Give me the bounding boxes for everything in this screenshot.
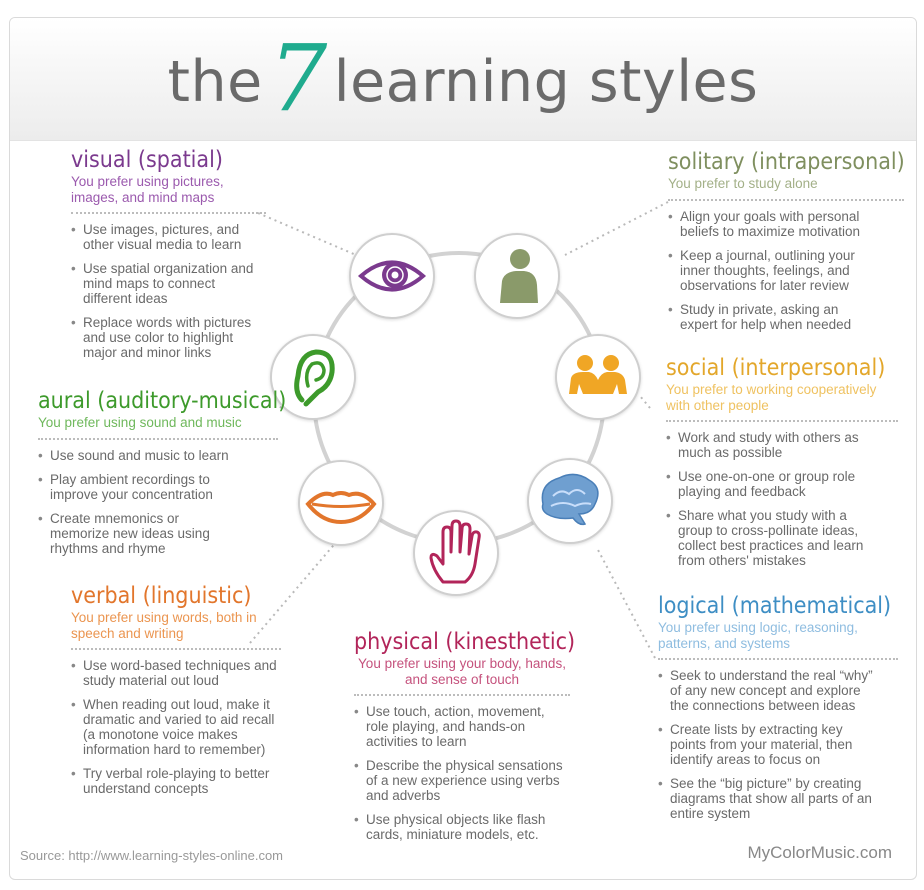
physical-subtitle: You prefer using your body, hands, and s… <box>354 656 570 696</box>
list-item: Replace words with pictures and use colo… <box>71 315 266 360</box>
logical-bullets: Seek to understand the real “why” of any… <box>658 668 873 821</box>
solitary-subtitle: You prefer to study alone <box>668 176 904 201</box>
list-item: Try verbal role-playing to better unders… <box>71 766 281 796</box>
aural-subtitle: You prefer using sound and music <box>38 415 278 440</box>
list-item: Keep a journal, outlining your inner tho… <box>668 248 868 293</box>
physical-title: physical (kinesthetic) <box>354 629 576 655</box>
list-item: Use spatial organization and mind maps t… <box>71 261 266 306</box>
style-social: social (interpersonal) You prefer to wor… <box>666 354 898 577</box>
style-physical: physical (kinesthetic) You prefer using … <box>354 628 576 851</box>
solitary-bullets: Align your goals with personal beliefs t… <box>668 209 868 332</box>
title-post: learning styles <box>333 49 759 115</box>
leader-visual <box>257 212 357 256</box>
hand-icon <box>413 510 499 596</box>
style-solitary: solitary (intrapersonal) You prefer to s… <box>668 148 905 341</box>
lips-icon <box>298 460 384 546</box>
social-title: social (interpersonal) <box>666 355 886 381</box>
list-item: See the “big picture” by creating diagra… <box>658 776 873 821</box>
solitary-title: solitary (intrapersonal) <box>668 149 905 175</box>
verbal-bullets: Use word-based techniques and study mate… <box>71 658 281 796</box>
style-logical: logical (mathematical) You prefer using … <box>658 592 898 830</box>
list-item: Use physical objects like flash cards, m… <box>354 812 570 842</box>
style-aural: aural (auditory-musical) You prefer usin… <box>38 387 287 565</box>
verbal-subtitle: You prefer using words, both in speech a… <box>71 610 281 650</box>
social-subtitle: You prefer to working cooperatively with… <box>666 382 898 422</box>
style-visual: visual (spatial) You prefer using pictur… <box>71 146 266 369</box>
social-bullets: Work and study with others as much as po… <box>666 430 871 568</box>
visual-subtitle: You prefer using pictures, images, and m… <box>71 174 266 214</box>
source-credit: Source: http://www.learning-styles-onlin… <box>20 848 284 863</box>
visual-title: visual (spatial) <box>71 147 223 173</box>
aural-bullets: Use sound and music to learn Play ambien… <box>38 448 233 556</box>
brand-logo-text: MyColorMusic.com <box>747 843 892 862</box>
list-item: Describe the physical sensations of a ne… <box>354 758 570 803</box>
list-item: Study in private, asking an expert for h… <box>668 302 868 332</box>
list-item: Work and study with others as much as po… <box>666 430 871 460</box>
eye-icon <box>349 233 435 319</box>
verbal-title: verbal (linguistic) <box>71 583 252 609</box>
list-item: Use word-based techniques and study mate… <box>71 658 281 688</box>
list-item: Use sound and music to learn <box>38 448 233 463</box>
ear-icon <box>270 334 356 420</box>
aural-title: aural (auditory-musical) <box>38 388 287 414</box>
list-item: Use images, pictures, and other visual m… <box>71 222 266 252</box>
brain-icon <box>527 458 613 544</box>
people-icon <box>555 334 641 420</box>
title-number: 7 <box>268 25 328 132</box>
leader-verbal <box>249 539 339 644</box>
physical-bullets: Use touch, action, movement, role playin… <box>354 704 570 842</box>
list-item: Play ambient recordings to improve your … <box>38 472 233 502</box>
title-pre: the <box>167 49 263 115</box>
list-item: Create lists by extracting key points fr… <box>658 722 873 767</box>
logical-subtitle: You prefer using logic, reasoning, patte… <box>658 620 898 660</box>
list-item: Align your goals with personal beliefs t… <box>668 209 868 239</box>
header-band <box>10 18 916 141</box>
list-item: When reading out loud, make it dramatic … <box>71 697 281 757</box>
style-verbal: verbal (linguistic) You prefer using wor… <box>71 582 281 805</box>
list-item: Create mnemonics or memorize new ideas u… <box>38 511 233 556</box>
logical-title: logical (mathematical) <box>658 593 892 619</box>
visual-bullets: Use images, pictures, and other visual m… <box>71 222 266 360</box>
person-icon <box>474 233 560 319</box>
leader-solitary <box>564 201 669 256</box>
list-item: Seek to understand the real “why” of any… <box>658 668 873 713</box>
leader-logical <box>596 547 656 659</box>
leader-social <box>639 395 651 409</box>
list-item: Use one-on-one or group role playing and… <box>666 469 871 499</box>
list-item: Share what you study with a group to cro… <box>666 508 871 568</box>
list-item: Use touch, action, movement, role playin… <box>354 704 570 749</box>
